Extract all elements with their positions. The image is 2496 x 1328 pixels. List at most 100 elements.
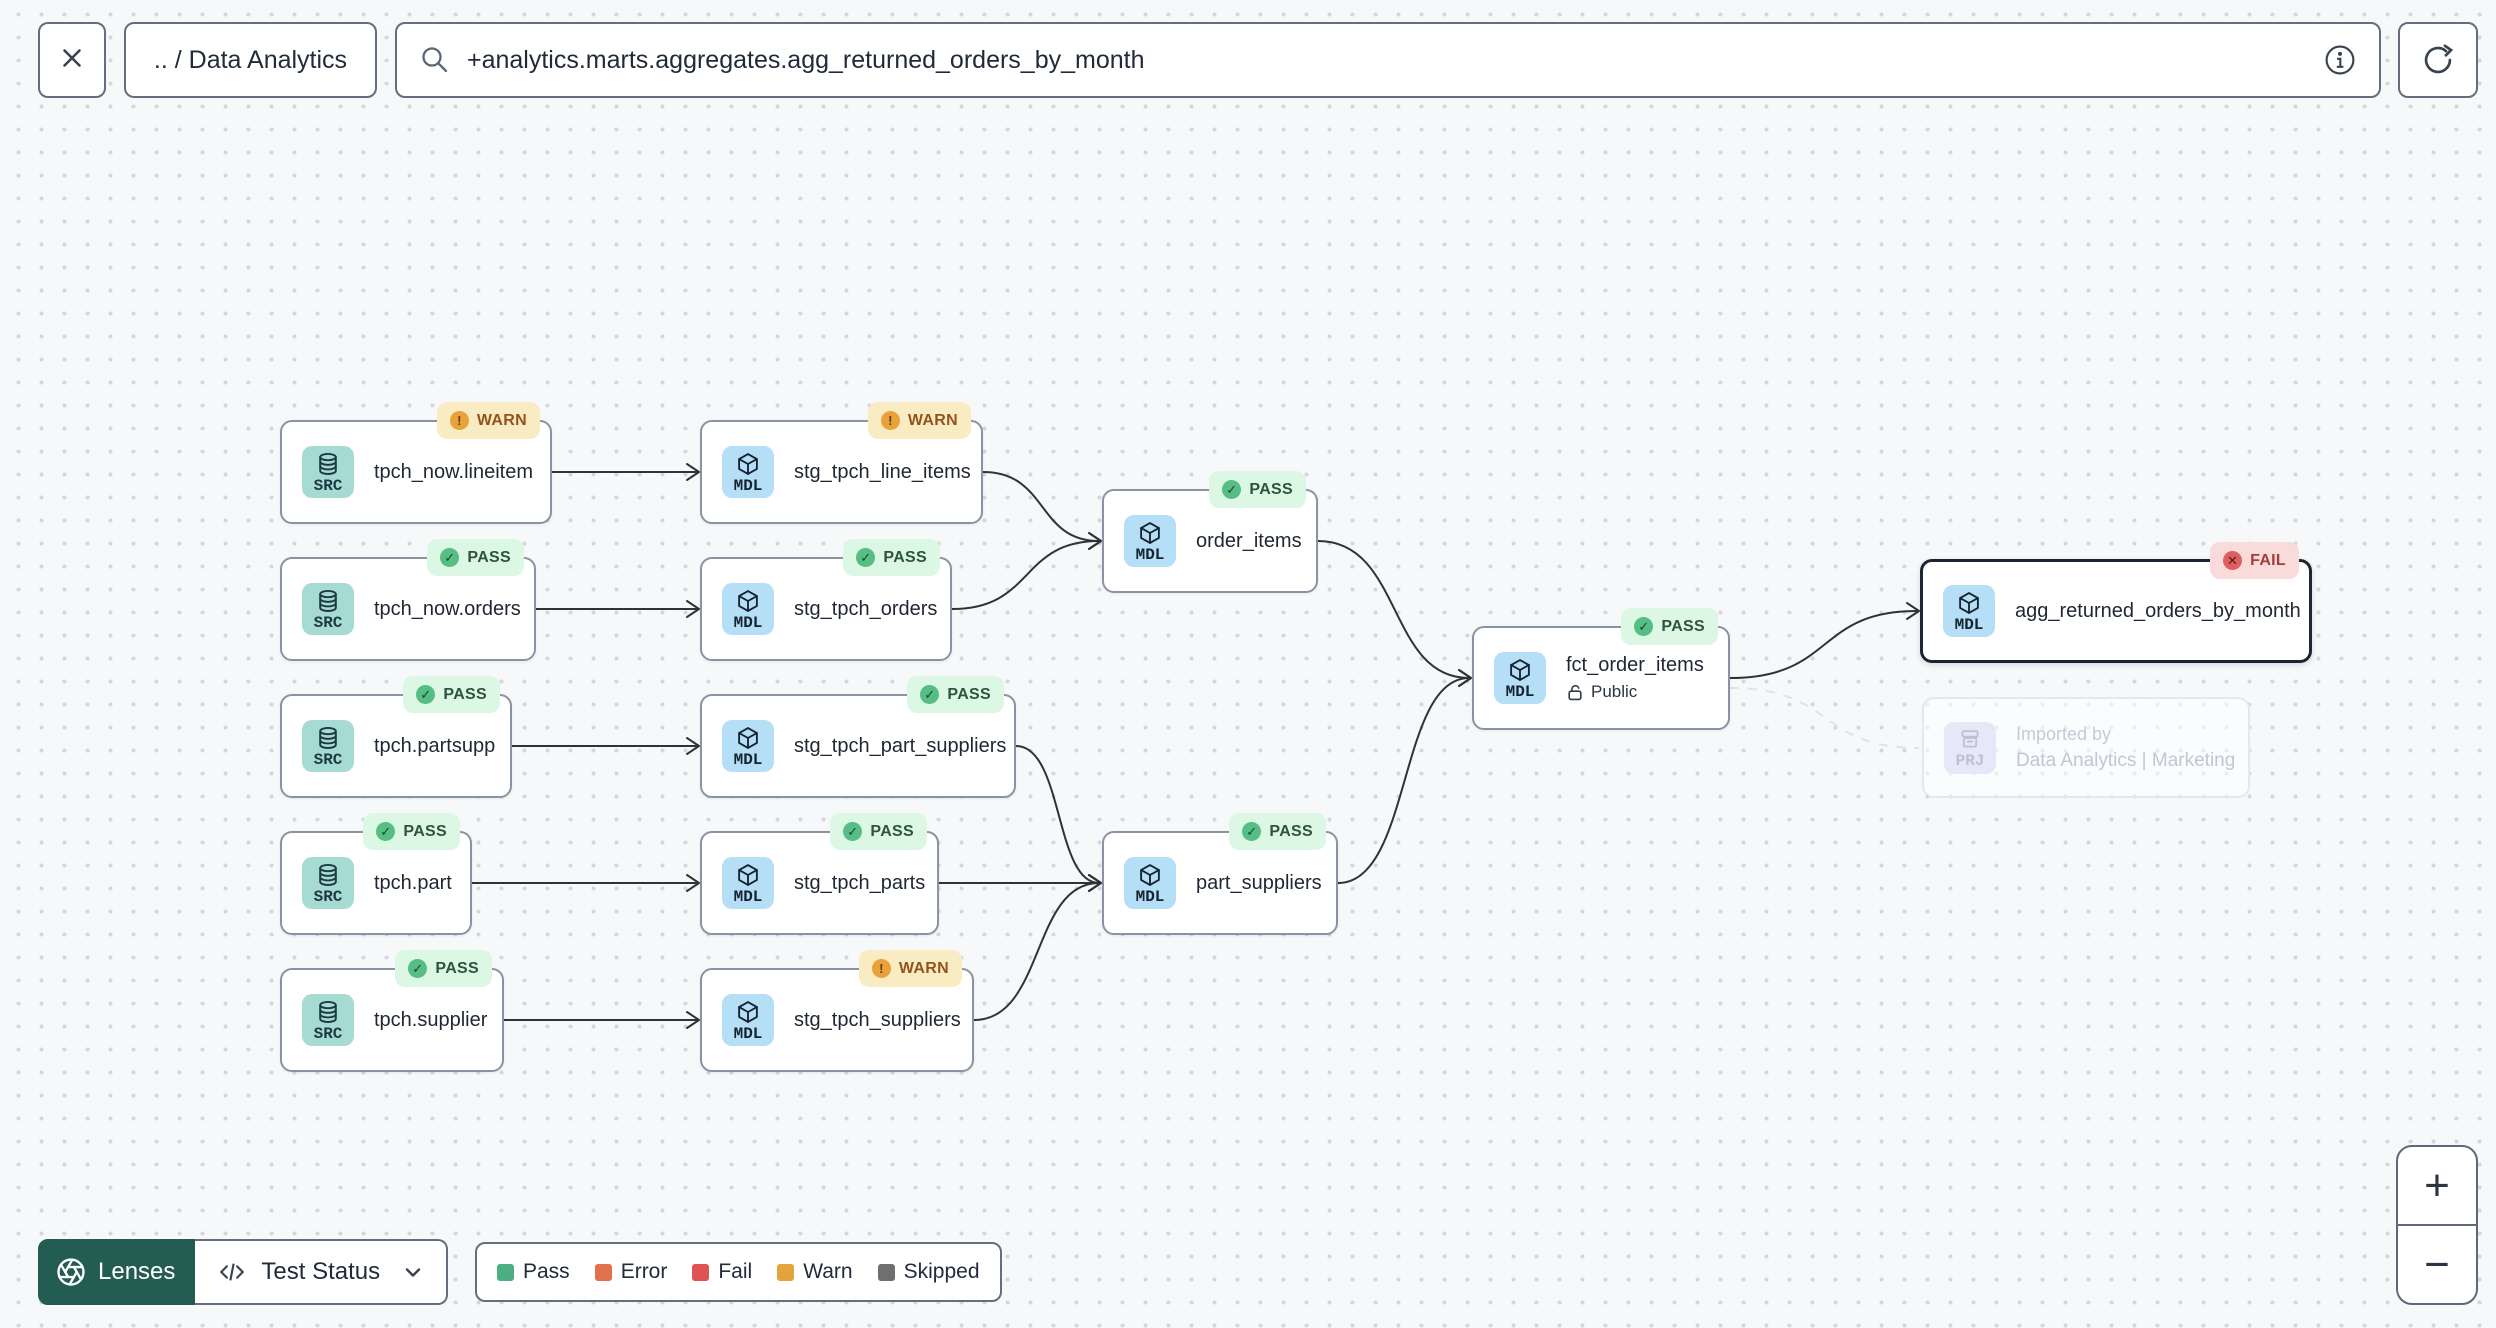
status-text: PASS xyxy=(883,548,927,566)
ghost-node-project-name: Data Analytics | Marketing xyxy=(2016,749,2236,771)
breadcrumb[interactable]: .. / Data Analytics xyxy=(124,22,377,98)
node-texts: tpch_now.orders xyxy=(374,597,521,621)
edge-arrowhead xyxy=(1088,532,1102,550)
node-texts: tpch.partsupp xyxy=(374,735,495,758)
legend-item-error: Error xyxy=(594,1260,668,1284)
status-text: PASS xyxy=(870,822,914,840)
edge-fct_order_items-to-agg_returned_orders_by_month xyxy=(1729,610,1918,679)
edge-arrowhead xyxy=(1088,874,1102,892)
edge-arrowhead xyxy=(1088,874,1102,892)
edge-arrowhead xyxy=(686,737,700,755)
status-text: PASS xyxy=(467,548,511,566)
model-icon: MDL xyxy=(722,994,774,1046)
chevron-down-icon xyxy=(400,1259,426,1285)
source-icon: SRC xyxy=(302,720,354,772)
status-text: FAIL xyxy=(2250,551,2286,569)
node-label: stg_tpch_orders xyxy=(794,597,938,620)
status-text: PASS xyxy=(1269,822,1313,840)
legend-swatch xyxy=(594,1263,612,1281)
node-texts: stg_tpch_parts xyxy=(794,871,926,895)
status-dot-icon: ✓ xyxy=(1222,480,1242,499)
test-status-badge: !WARN xyxy=(867,402,971,439)
node-label: agg_returned_orders_by_month xyxy=(2015,599,2301,622)
legend-label: Warn xyxy=(803,1260,853,1283)
edge-stg_tpch_line_items-to-order_items xyxy=(982,471,1100,542)
zoom-in-button[interactable]: + xyxy=(2424,1160,2450,1210)
test-status-badge: !WARN xyxy=(858,950,962,987)
node-label: tpch_now.lineitem xyxy=(374,460,533,483)
lens-selector[interactable]: Test Status xyxy=(195,1239,449,1305)
test-status-badge: ✓PASS xyxy=(395,950,492,987)
status-dot-icon: ✓ xyxy=(1634,617,1654,636)
close-icon xyxy=(57,43,87,78)
node-label: tpch_now.orders xyxy=(374,597,521,620)
node-type-label: SRC xyxy=(313,750,343,769)
lenses-button[interactable]: Lenses xyxy=(38,1239,196,1305)
node-type-label: MDL xyxy=(1135,887,1165,906)
status-text: PASS xyxy=(403,822,447,840)
test-status-badge: ✓PASS xyxy=(1621,608,1718,645)
node-texts: agg_returned_orders_by_month xyxy=(2015,599,2301,623)
edge-arrowhead xyxy=(1906,602,1920,620)
edge-arrowhead xyxy=(1088,874,1102,892)
node-label: stg_tpch_line_items xyxy=(794,460,971,483)
test-status-badge: ✕FAIL xyxy=(2210,542,2299,579)
status-dot-icon: ✓ xyxy=(376,822,396,841)
close-button[interactable] xyxy=(38,22,106,98)
model-icon: MDL xyxy=(722,857,774,909)
test-status-badge: !WARN xyxy=(436,402,540,439)
zoom-out-button[interactable]: − xyxy=(2398,1224,2476,1303)
edge-arrowhead xyxy=(686,874,700,892)
node-type-label: SRC xyxy=(313,476,343,495)
test-status-badge: ✓ PASS xyxy=(1229,813,1326,850)
project-icon: PRJ xyxy=(1944,721,1996,774)
lenses-group: Lenses Test Status xyxy=(38,1239,449,1305)
node-tpch_now_lineitem[interactable]: SRC tpch_now.lineitem !WARN xyxy=(280,402,552,524)
edge-stg_tpch_suppliers-to-part_suppliers xyxy=(973,882,1100,1021)
breadcrumb-label: .. / Data Analytics xyxy=(153,45,348,74)
edge-arrowhead xyxy=(1458,669,1472,687)
node-stg_tpch_parts[interactable]: MDL stg_tpch_parts ✓ PASS xyxy=(700,813,939,935)
status-dot-icon: ✓ xyxy=(843,822,863,841)
edge-arrowhead xyxy=(1458,669,1472,687)
status-dot-icon: ! xyxy=(880,411,900,430)
status-dot-icon: ! xyxy=(449,411,469,430)
model-icon: MDL xyxy=(1943,585,1995,637)
ghost-node-caption: Imported by xyxy=(2016,723,2112,744)
node-label: stg_tpch_parts xyxy=(794,871,926,894)
legend-label: Error xyxy=(620,1260,668,1283)
test-status-badge: ✓ PASS xyxy=(363,813,460,850)
node-type-label: SRC xyxy=(313,887,343,906)
search-input[interactable] xyxy=(467,45,2307,75)
refresh-icon xyxy=(2420,42,2456,78)
search-bar[interactable] xyxy=(395,22,2381,98)
model-icon: MDL xyxy=(1124,857,1176,909)
info-icon[interactable] xyxy=(2323,43,2357,77)
search-icon xyxy=(419,44,451,76)
legend-item-fail: Fail xyxy=(692,1260,752,1284)
lock-open-icon xyxy=(1566,683,1584,701)
test-status-badge: ✓PASS xyxy=(907,676,1004,713)
legend-item-warn: Warn xyxy=(777,1260,853,1284)
node-type-label: MDL xyxy=(1505,682,1535,701)
model-icon: MDL xyxy=(1494,652,1546,704)
refresh-button[interactable] xyxy=(2398,22,2478,98)
status-dot-icon: ✓ xyxy=(1242,822,1262,841)
node-type-label: MDL xyxy=(733,613,763,632)
node-texts: tpch.supplier xyxy=(374,1009,487,1032)
node-agg_returned_orders_by_month[interactable]: MDL agg_returned_orders_by_month ✕FAIL xyxy=(1920,542,2312,663)
status-text: PASS xyxy=(947,685,991,703)
